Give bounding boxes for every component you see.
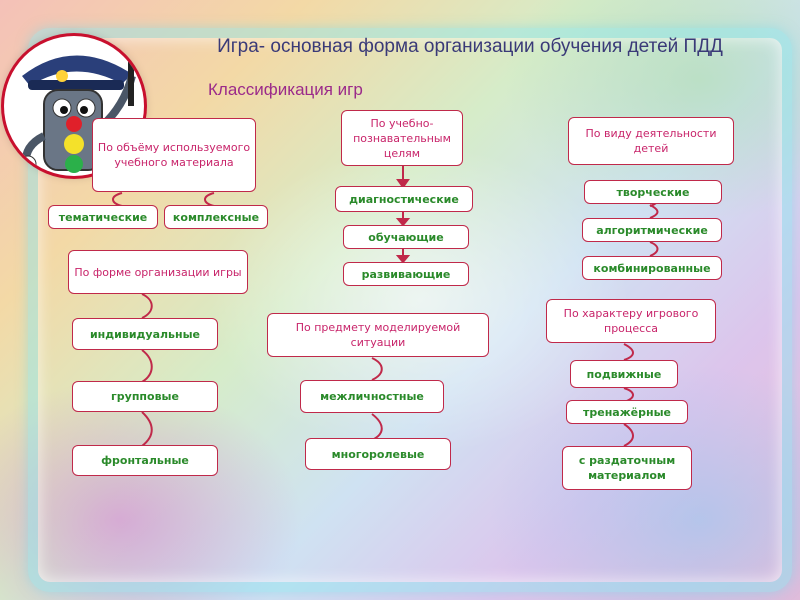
item-creative: творческие (584, 180, 722, 204)
page-title: Игра- основная форма организации обучени… (217, 36, 723, 57)
arrowhead (396, 179, 410, 189)
item-developing: развивающие (343, 262, 469, 286)
connector (623, 343, 634, 361)
item-diagnostic: диагностические (335, 186, 473, 212)
item-algorithmic: алгоритмические (582, 218, 722, 242)
item-complex: комплексные (164, 205, 268, 229)
slide-frame (28, 28, 792, 592)
connector (649, 241, 659, 257)
item-teaching: обучающие (343, 225, 469, 249)
item-individual: индивидуальные (72, 318, 218, 350)
connector (371, 413, 383, 441)
item-group: групповые (72, 381, 218, 412)
group-header-activity: По виду деятельности детей (568, 117, 734, 165)
mascot-badge (4, 36, 144, 176)
group-header-form: По форме организации игры (68, 250, 248, 294)
group-header-subject: По предмету моделируемой ситуации (267, 313, 489, 357)
connector (623, 423, 634, 447)
item-multirole: многоролевые (305, 438, 451, 470)
item-frontal: фронтальные (72, 445, 218, 476)
connector (649, 204, 659, 219)
item-handout: с раздаточным материалом (562, 446, 692, 490)
page-subtitle: Классификация игр (208, 80, 363, 99)
item-mobile: подвижные (570, 360, 678, 388)
arrowhead (395, 255, 411, 264)
item-training: тренажёрные (566, 400, 688, 424)
arrowhead (395, 218, 411, 227)
item-combined: комбинированные (582, 256, 722, 280)
item-interpersonal: межличностные (300, 380, 444, 413)
group-header-educational: По учебно-познавательным целям (341, 110, 463, 166)
traffic-light-mascot-icon (19, 46, 136, 173)
group-header-character: По характеру игрового процесса (546, 299, 716, 343)
connector (371, 357, 383, 381)
group-header-volume: По объёму используемого учебного материа… (92, 118, 256, 192)
connector (141, 293, 153, 319)
connector (141, 349, 153, 383)
connector (141, 411, 153, 447)
item-thematic: тематические (48, 205, 158, 229)
